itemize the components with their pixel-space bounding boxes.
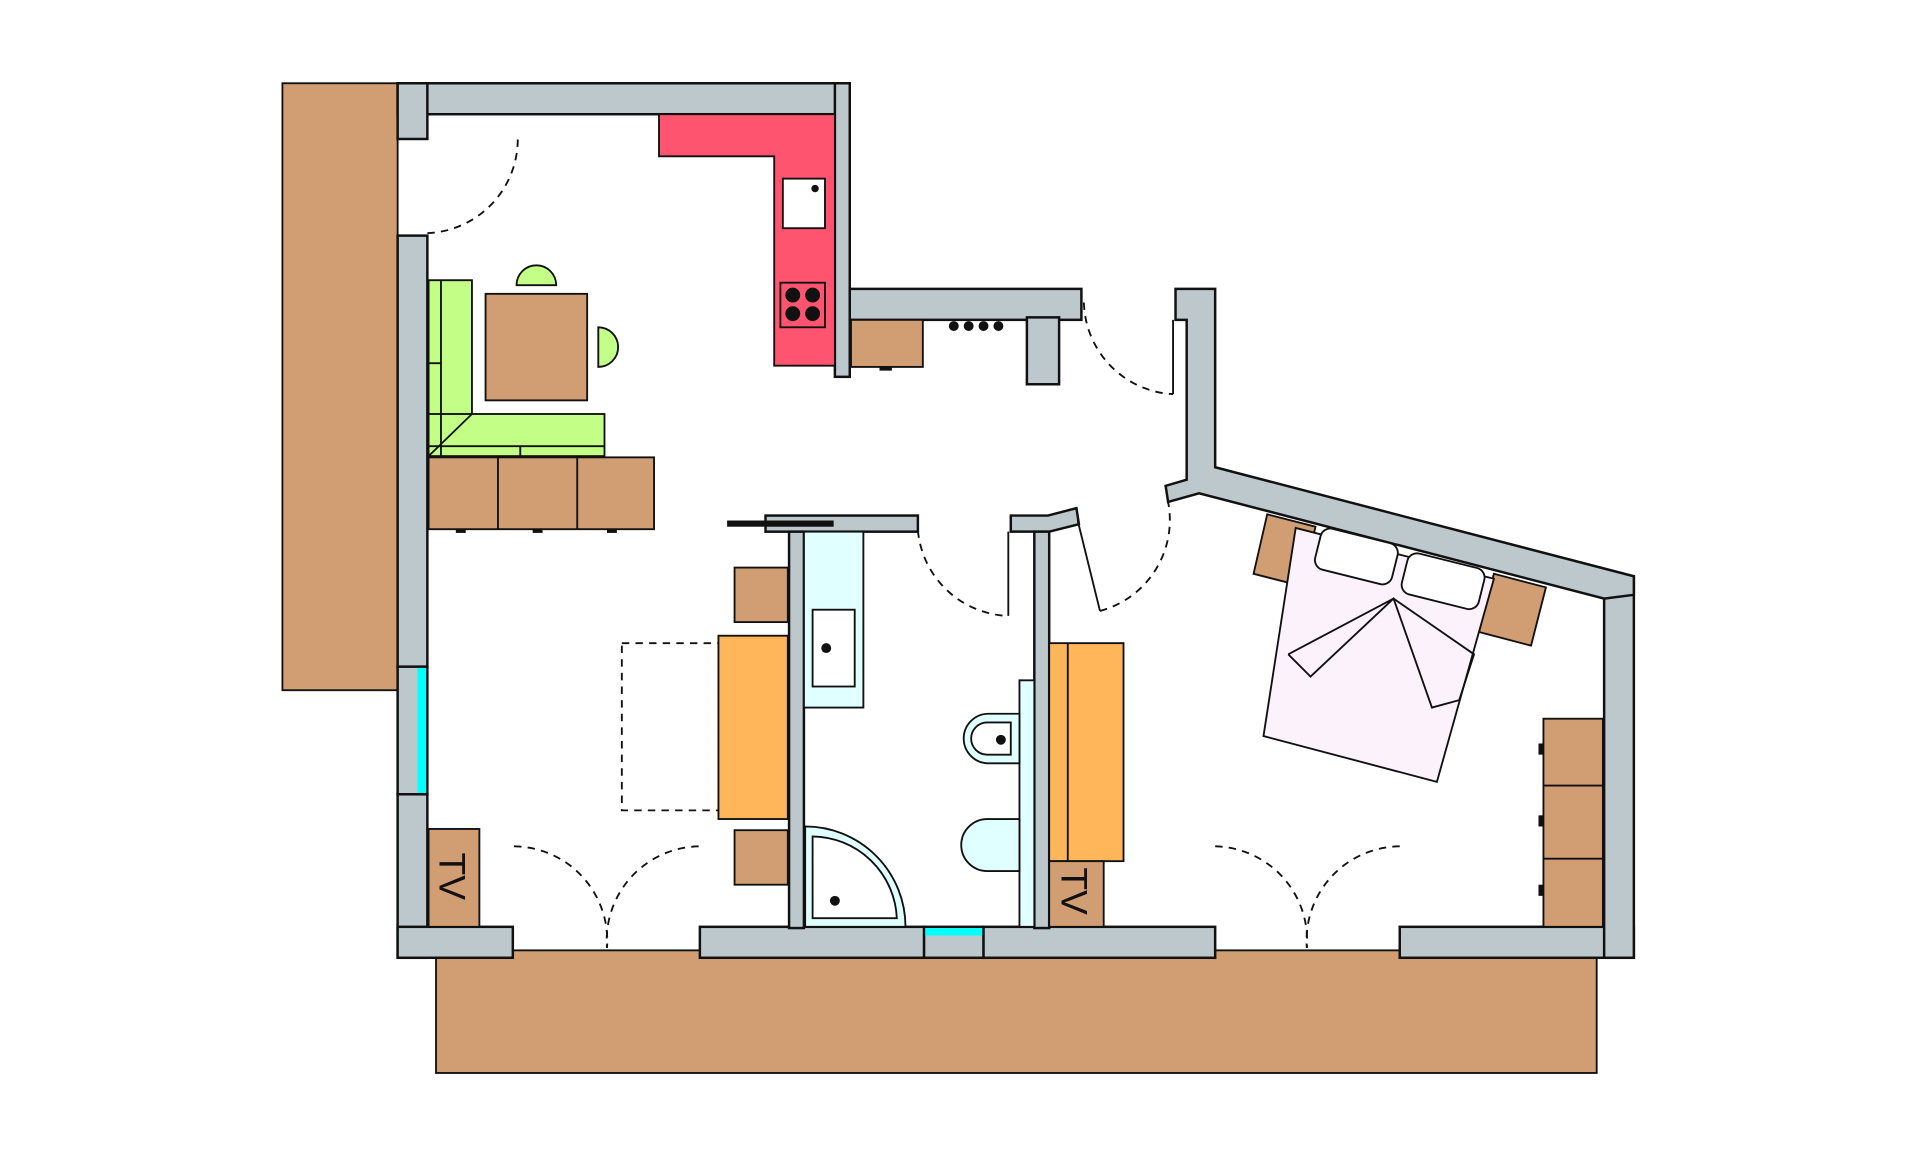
doors (427, 138, 1400, 948)
sideboard (427, 456, 655, 533)
coat-hooks (948, 321, 1004, 331)
chair (597, 326, 619, 368)
walls (396, 82, 1636, 960)
balcony-left (281, 82, 399, 692)
tv-label: TV (432, 852, 474, 900)
tv-label: TV (1054, 867, 1096, 915)
bathroom-partition (1018, 679, 1036, 928)
kitchen-sink (781, 177, 826, 230)
balcony-bottom (435, 949, 1598, 1074)
sofa-bed-extension (620, 642, 720, 812)
bidet (960, 818, 1021, 873)
chair (515, 264, 558, 287)
tv-living: TV (427, 828, 481, 928)
corner-sofa (427, 279, 606, 458)
side-table (733, 566, 789, 624)
washbasin (811, 608, 856, 688)
shower (804, 825, 907, 928)
sofa-bed (717, 634, 789, 820)
single-bed (1048, 642, 1125, 863)
hall-cabinet (850, 318, 924, 368)
dining-table (484, 292, 589, 402)
wardrobe (1538, 717, 1604, 928)
tv-bedroom: TV (1048, 860, 1105, 928)
toilet (962, 712, 1021, 765)
double-bed (1262, 526, 1496, 784)
side-table (733, 829, 789, 886)
stove-icon (779, 281, 826, 329)
